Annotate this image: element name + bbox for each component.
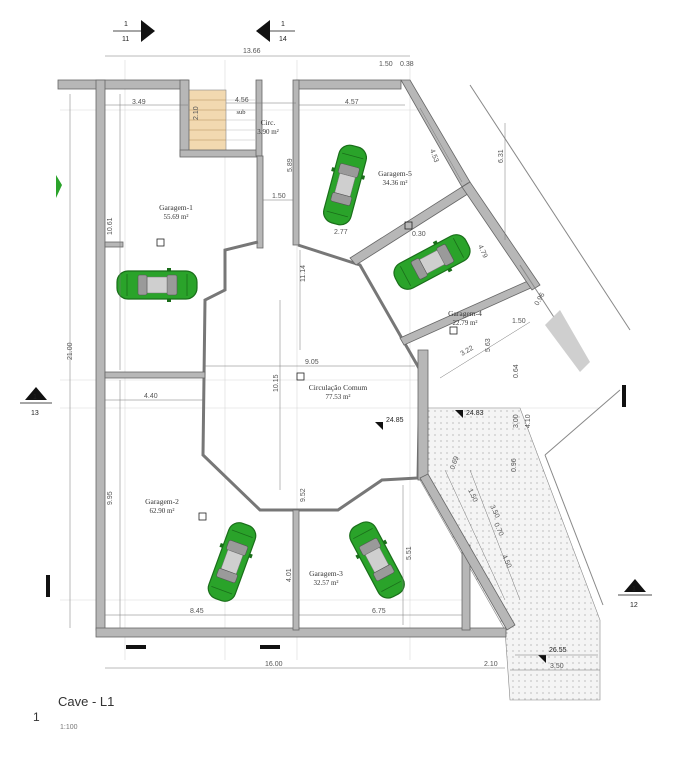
dim-left-total: 21.00: [67, 342, 74, 360]
dim-top-total: 13.66: [243, 48, 261, 55]
section-marker-top-left: 1 11: [113, 20, 155, 43]
dim-right-diag: 6.31: [498, 149, 505, 163]
dim-g4-c: 1.50: [512, 318, 526, 325]
dim-stair-width: 4.56: [235, 97, 249, 104]
dim-shaft-height: 5.89: [287, 158, 294, 172]
dim-ramp-i: 0.96: [511, 458, 518, 472]
dim-g3-side: 5.51: [406, 546, 413, 560]
dim-g4-a: 0.30: [412, 231, 426, 238]
level-markers: 24.85 24.83 26.55: [375, 410, 567, 663]
dim-g4-e: 3.22: [460, 345, 475, 358]
section-marker-left: 1 13: [20, 387, 52, 417]
marker-l-sheet: 13: [31, 410, 39, 417]
drawing-scale: 1:100: [60, 724, 78, 731]
garagem4-area: 22.79 m²: [452, 319, 477, 327]
dim-g2-bottom: 8.45: [190, 608, 204, 615]
dim-top-right-a: 1.50: [379, 61, 393, 68]
dim-g4-f: 5.63: [485, 338, 492, 352]
walls: [57, 79, 541, 638]
circulacao-name: Circulação Comum: [309, 383, 368, 392]
dim-stair-depth: 2.10: [193, 106, 200, 120]
garagem5-name: Garagem-5: [378, 169, 412, 178]
dim-ramp-b: 3.00: [513, 414, 520, 428]
room-labels: Circ. 3.90 m² sub Garagem-1 55.69 m² Gar…: [145, 109, 482, 587]
drawing-title: Cave - L1: [58, 694, 115, 709]
dim-g4-b: 4.79: [476, 244, 488, 259]
circ-area: 3.90 m²: [257, 128, 279, 136]
garagem3-name: Garagem-3: [309, 569, 343, 578]
dimension-labels: 13.66 1.50 0.38 3.49 4.56 4.57 2.10 10.6…: [67, 48, 564, 670]
ramp-area: [419, 407, 601, 701]
dim-ramp-a: 0.64: [513, 364, 520, 378]
dim-ramp-c: 4.10: [525, 414, 532, 428]
circ-name: Circ.: [261, 118, 276, 127]
marker-tr-num: 1: [281, 21, 285, 28]
garagem5-area: 34.36 m²: [382, 179, 407, 187]
dim-g2-width: 4.40: [144, 393, 158, 400]
garagem2-area: 62.90 m²: [149, 507, 174, 515]
dim-center-width: 9.05: [305, 359, 319, 366]
dim-g5-diag: 4.53: [428, 148, 439, 163]
drawing-number: 1: [33, 710, 40, 724]
dim-g3-bottom: 6.75: [372, 608, 386, 615]
dim-left-depth-2: 9.95: [107, 491, 114, 505]
marker-tr-sheet: 14: [279, 36, 287, 43]
dim-g1-width: 3.49: [132, 99, 146, 106]
marker-r-num: 1: [632, 586, 636, 593]
garagem1-area: 55.69 m²: [163, 213, 188, 221]
ramp-gray-strip: [545, 310, 590, 372]
dim-top-right-b: 0.38: [400, 61, 414, 68]
dim-ramp-d: 0.69: [449, 455, 460, 470]
dim-center-a: 11.14: [300, 265, 307, 282]
section-marker-top-right: 1 14: [256, 20, 295, 43]
dim-left-depth-1: 10.61: [107, 217, 114, 235]
dim-center-height: 10.15: [273, 374, 280, 392]
dim-shaft-width: 1.50: [272, 193, 286, 200]
dim-g5-inner: 2.77: [334, 229, 348, 236]
garagem2-name: Garagem-2: [145, 497, 179, 506]
dim-bottom-right: 2.10: [484, 661, 498, 668]
area-markers: [156, 221, 458, 521]
dim-g5-width: 4.57: [345, 99, 359, 106]
garagem3-area: 32.57 m²: [313, 579, 338, 587]
stair-note: sub: [236, 109, 245, 116]
level-main: 24.85: [386, 417, 404, 424]
dim-center-bottom: 9.52: [300, 488, 307, 502]
marker-bars: [46, 385, 626, 649]
dim-ramp-j: 3.50: [550, 663, 564, 670]
marker-tl-sheet: 11: [122, 36, 129, 43]
marker-tl-num: 1: [124, 21, 128, 28]
marker-r-sheet: 12: [630, 602, 638, 609]
level-ramp-bottom: 26.55: [549, 647, 567, 654]
section-marker-right: 1 12: [618, 579, 652, 609]
circulacao-area: 77.53 m²: [325, 393, 350, 401]
dimension-lines: [69, 55, 600, 671]
level-ramp-top: 24.83: [466, 410, 484, 417]
north-arrow-icon: [56, 175, 62, 198]
dim-g3-left: 4.01: [286, 568, 293, 582]
garagem4-name: Garagem-4: [448, 309, 482, 318]
marker-l-num: 1: [33, 394, 37, 401]
dim-g4-d: 0.96: [534, 292, 547, 307]
dim-bottom-total: 16.00: [265, 661, 283, 668]
garagem1-name: Garagem-1: [159, 203, 193, 212]
